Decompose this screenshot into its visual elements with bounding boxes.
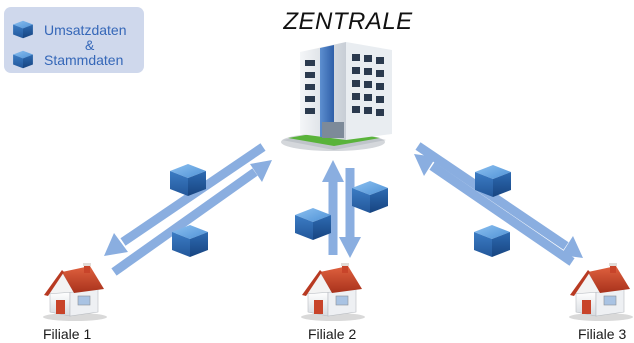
branch-label-filiale-2: Filiale 2 <box>308 326 357 342</box>
arrow-hq-to-filiale-2 <box>339 168 361 258</box>
arrow-filiale-1-to-hq <box>111 160 272 276</box>
data-cube-icon <box>13 50 33 69</box>
data-cube-icon <box>352 181 388 213</box>
legend-line-1: Umsatzdaten <box>44 22 127 38</box>
house-icon <box>300 262 366 322</box>
data-cube-icon <box>295 208 331 240</box>
arrow-hq-to-filiale-1 <box>104 143 266 256</box>
legend-line-3: Stammdaten <box>44 52 124 68</box>
arrow-filiale-2-to-hq <box>322 160 344 255</box>
house-icon <box>42 262 108 322</box>
branch-label-filiale-3: Filiale 3 <box>578 326 627 342</box>
legend-line-2: & <box>85 37 95 53</box>
branch-label-filiale-1: Filiale 1 <box>43 326 92 342</box>
legend: Umsatzdaten & Stammdaten <box>4 7 144 73</box>
house-icon <box>568 262 634 322</box>
office-building-icon <box>281 42 392 151</box>
hq-title: ZENTRALE <box>283 8 413 35</box>
data-cube-icon <box>474 225 510 257</box>
data-cube-icon <box>13 20 33 39</box>
arrows <box>104 142 583 276</box>
